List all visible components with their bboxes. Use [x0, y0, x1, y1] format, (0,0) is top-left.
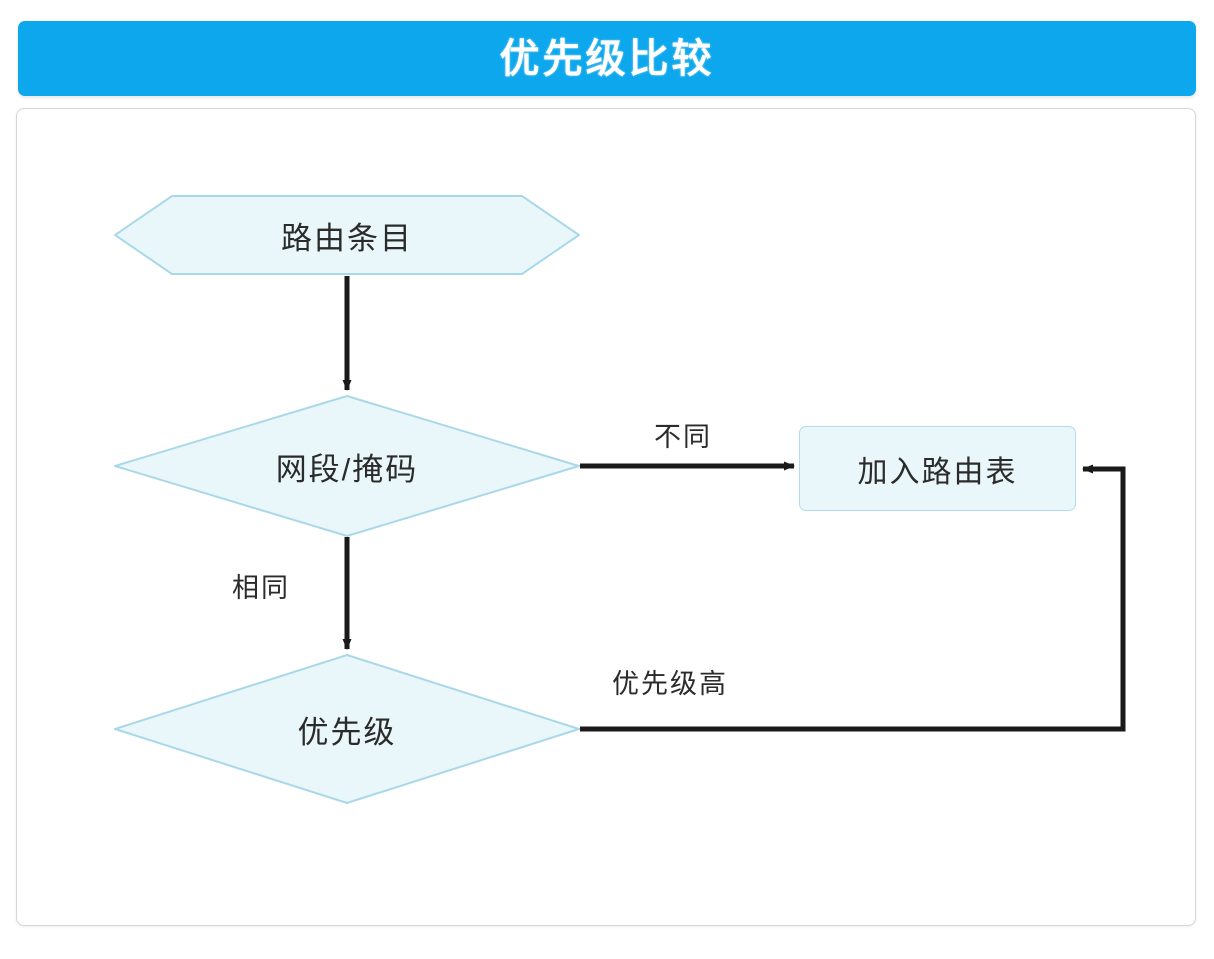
node-priority-label: 优先级 [297, 714, 397, 750]
node-priority[interactable]: 优先级 [114, 654, 580, 804]
node-route-entry-label: 路由条目 [281, 220, 413, 256]
edge-label-same: 相同 [232, 573, 290, 603]
node-netmask[interactable]: 网段/掩码 [114, 395, 580, 537]
diamond-shape [114, 395, 580, 537]
edge-label-higher-priority: 优先级高 [612, 669, 728, 699]
hexagon-shape [114, 195, 580, 275]
edge-label-different: 不同 [654, 422, 712, 452]
node-route-entry[interactable]: 路由条目 [114, 195, 580, 275]
page-title: 优先级比较 [499, 36, 715, 81]
diamond-shape [114, 654, 580, 804]
header-bar: 优先级比较 [18, 21, 1196, 96]
node-add-to-route-table[interactable]: 加入路由表 [799, 426, 1076, 511]
flowchart-canvas: 路由条目 网段/掩码 优先级 加入路由表 不同 相 [17, 109, 1195, 925]
node-netmask-label: 网段/掩码 [275, 451, 419, 487]
diagram-card: 路由条目 网段/掩码 优先级 加入路由表 不同 相 [16, 108, 1196, 926]
node-add-to-route-table-label: 加入路由表 [857, 455, 1018, 489]
